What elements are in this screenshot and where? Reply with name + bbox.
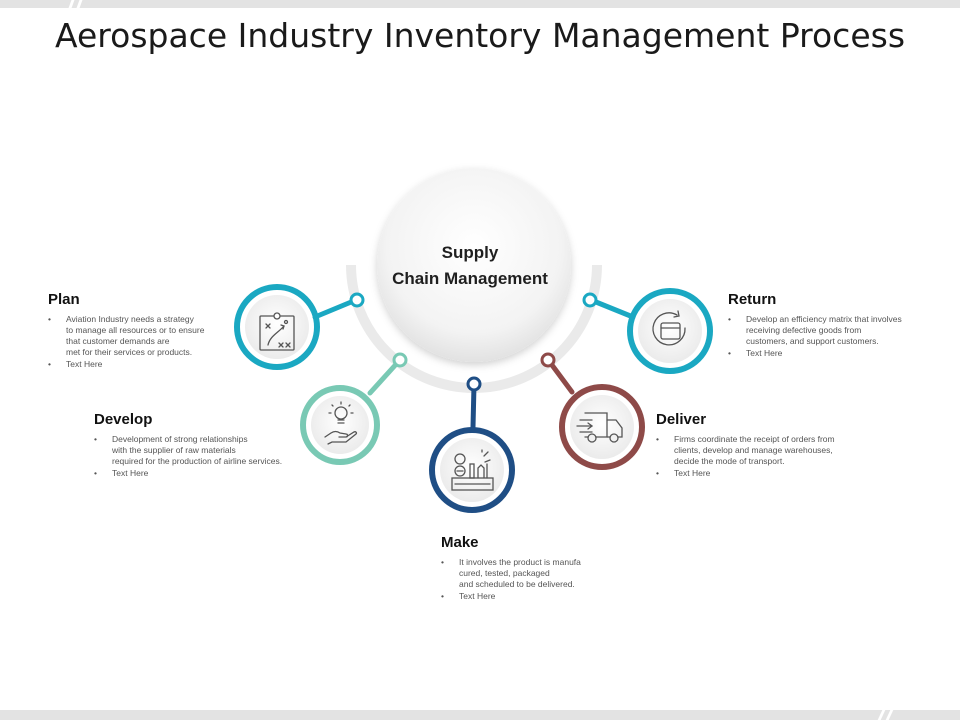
- return-cycle-icon: [652, 310, 686, 346]
- top-border: [0, 0, 960, 8]
- bottom-border: [0, 710, 960, 720]
- node-plan: [234, 284, 320, 370]
- hub-label-line1: Supply: [441, 243, 499, 262]
- page-title: Aerospace Industry Inventory Management …: [54, 16, 906, 55]
- delivery-truck-icon: [576, 412, 623, 443]
- list-item: Text Here: [656, 468, 886, 479]
- hub-label: Supply Chain Management: [375, 240, 565, 292]
- connector-make: [466, 376, 482, 430]
- step-return-bullets: Develop an efficiency matrix that involv…: [728, 314, 948, 359]
- hub-label-line2: Chain Management: [392, 269, 548, 288]
- step-plan-heading: Plan: [48, 291, 80, 308]
- idea-hand-icon: [324, 401, 358, 445]
- step-make-bullets: It involves the product is manufa cured,…: [441, 557, 621, 602]
- step-deliver: Deliver Firms coordinate the receipt of …: [656, 411, 886, 480]
- connector-deliver: [540, 352, 575, 395]
- hub-circle: [377, 168, 571, 362]
- node-deliver: [559, 384, 645, 470]
- step-deliver-heading: Deliver: [656, 411, 707, 428]
- node-return: [627, 288, 713, 374]
- strategy-board-icon: [259, 312, 295, 351]
- step-deliver-bullets: Firms coordinate the receipt of orders f…: [656, 434, 886, 479]
- connector-return: [582, 292, 636, 320]
- node-develop: [300, 385, 380, 465]
- list-item: Text Here: [728, 348, 948, 359]
- list-item: Aviation Industry needs a strategy to ma…: [48, 314, 238, 358]
- list-item: Text Here: [48, 359, 238, 370]
- step-develop: Develop Development of strong relationsh…: [94, 411, 324, 480]
- step-plan: Plan Aviation Industry needs a strategy …: [48, 291, 238, 371]
- step-plan-bullets: Aviation Industry needs a strategy to ma…: [48, 314, 238, 370]
- step-make-heading: Make: [441, 534, 479, 551]
- step-develop-bullets: Development of strong relationships with…: [94, 434, 324, 479]
- list-item: Develop an efficiency matrix that involv…: [728, 314, 948, 347]
- step-return-heading: Return: [728, 291, 777, 308]
- list-item: Text Here: [441, 591, 621, 602]
- step-develop-heading: Develop: [94, 411, 153, 428]
- list-item: Firms coordinate the receipt of orders f…: [656, 434, 886, 467]
- connector-develop: [367, 352, 408, 396]
- step-make: Make It involves the product is manufa c…: [441, 534, 621, 603]
- factory-tools-icon: [451, 449, 494, 491]
- list-item: It involves the product is manufa cured,…: [441, 557, 621, 590]
- node-make: [429, 427, 515, 513]
- list-item: Development of strong relationships with…: [94, 434, 324, 467]
- step-return: Return Develop an efficiency matrix that…: [728, 291, 948, 360]
- list-item: Text Here: [94, 468, 324, 479]
- connector-plan: [312, 292, 365, 320]
